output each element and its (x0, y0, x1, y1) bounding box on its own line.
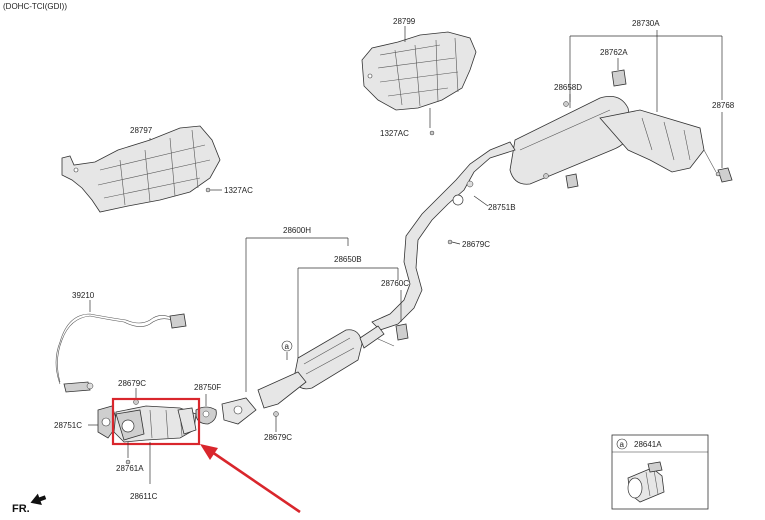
label-28600H: 28600H (283, 226, 311, 235)
heat-protector-upper (361, 31, 477, 111)
front-direction-label: FR. (12, 503, 30, 515)
label-28799: 28799 (393, 17, 416, 26)
callout-a-inset: a (620, 440, 625, 449)
label-28768: 28768 (712, 101, 735, 110)
label-28611C: 28611C (130, 492, 158, 501)
rear-muffler (509, 95, 721, 189)
highlight-box (111, 397, 201, 446)
label-28679C-bottom: 28679C (264, 433, 292, 442)
clamp-icon (627, 461, 665, 503)
highlight-arrow (200, 444, 301, 514)
label-28679C-left: 28679C (118, 379, 146, 388)
label-28751C: 28751C (54, 421, 82, 430)
heat-protector-front (61, 125, 221, 213)
front-arrow-icon (30, 493, 47, 505)
label-1327AC-left: 1327AC (224, 186, 253, 195)
label-28750F: 28750F (194, 383, 221, 392)
label-28760C: 28760C (381, 279, 409, 288)
label-28658D: 28658D (554, 83, 582, 92)
callout-a-main: a (285, 342, 290, 351)
label-28762A: 28762A (600, 48, 628, 57)
oxygen-sensor (55, 313, 187, 393)
label-1327AC-top: 1327AC (380, 129, 409, 138)
front-muffler (257, 325, 385, 409)
engine-type-label: (DOHC-TCI(GDI)) (3, 2, 67, 11)
label-28730A: 28730A (632, 19, 660, 28)
label-28761A: 28761A (116, 464, 144, 473)
label-28751B: 28751B (488, 203, 516, 212)
inset-clamp-box: a 28641A (611, 434, 709, 510)
label-28679C-mid: 28679C (462, 240, 490, 249)
label-39210: 39210 (72, 291, 95, 300)
catalytic-converter (113, 405, 197, 443)
label-28797: 28797 (130, 126, 153, 135)
center-pipe (371, 141, 516, 347)
label-28641A: 28641A (634, 440, 662, 449)
label-28650B: 28650B (334, 255, 362, 264)
